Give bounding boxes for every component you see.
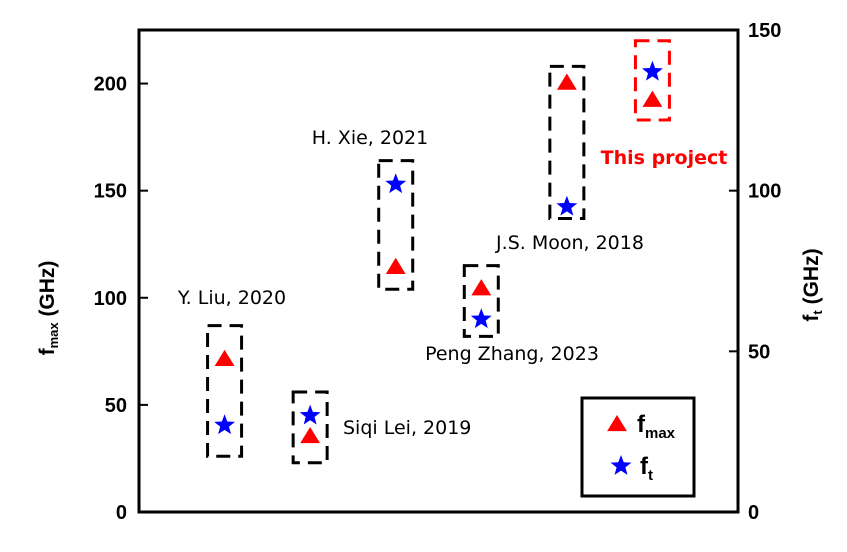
group-boxes (206, 39, 671, 465)
group-box (548, 64, 586, 221)
label-y-liu: Y. Liu, 2020 (177, 287, 286, 309)
group-box (291, 390, 329, 465)
legend-marker-ft (610, 455, 632, 475)
ft-point (214, 414, 236, 435)
fmax-point (214, 349, 235, 367)
label-h-xie: H. Xie, 2021 (312, 127, 428, 149)
left-tick-label: 50 (105, 395, 127, 417)
ft-point (385, 173, 407, 194)
fmax-point (642, 90, 663, 107)
label-peng-zhang: Peng Zhang, 2023 (425, 343, 599, 365)
fmax-point (300, 426, 321, 444)
right-tick-label: 150 (748, 20, 781, 42)
ft-point (470, 308, 492, 329)
left-axis-ticks: 0 50 100 150 200 (94, 74, 148, 524)
legend-label-fmax: fmax (637, 411, 676, 442)
left-tick-label: 100 (94, 288, 127, 310)
right-tick-label: 0 (748, 502, 759, 524)
fmax-point (471, 279, 492, 296)
data-points (214, 60, 663, 444)
ft-point (299, 404, 321, 425)
group-box (206, 324, 244, 458)
group-box (462, 264, 500, 338)
right-tick-label: 100 (748, 181, 781, 203)
label-siqi-lei: Siqi Lei, 2019 (343, 417, 471, 439)
label-js-moon: J.S. Moon, 2018 (495, 232, 644, 254)
label-this-project: This project (601, 147, 728, 169)
right-axis-title: ft (GHz) (800, 248, 825, 321)
plot-frame (137, 28, 740, 514)
fmax-point (385, 257, 406, 274)
legend-label-ft: ft (640, 453, 653, 484)
legend-marker-fmax (607, 414, 627, 432)
left-tick-label: 200 (94, 74, 127, 96)
left-tick-label: 150 (94, 181, 127, 203)
fmax-point (556, 73, 577, 90)
ft-point (556, 195, 578, 216)
legend-box (580, 396, 696, 498)
group-box (633, 39, 671, 122)
ft-point (641, 60, 663, 81)
legend: fmax ft (580, 396, 696, 498)
right-tick-label: 50 (748, 341, 770, 363)
left-tick-label: 0 (116, 502, 127, 524)
group-box (377, 159, 415, 291)
left-axis-title: fmax (GHz) (36, 261, 61, 356)
